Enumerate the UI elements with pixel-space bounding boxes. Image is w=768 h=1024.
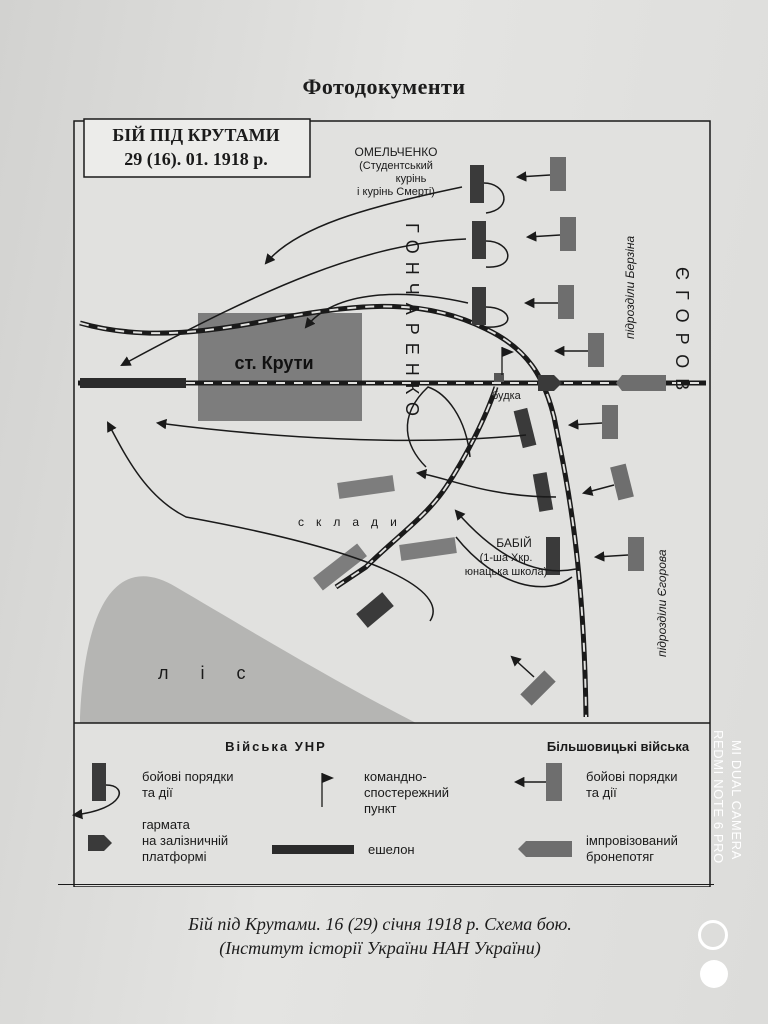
legend-command-post-line2: спостережний	[364, 785, 449, 800]
omelchenko-label-4: і курінь Смерті)	[357, 186, 435, 198]
bolshevik-formation-3	[523, 285, 574, 319]
battle-map: ліс БІЙ ПІД КРУТАМИ 29 (16). 01. 1918 р.…	[71, 118, 711, 887]
unr-formation-5	[532, 472, 554, 512]
legend-armored-train-line2: бронепотяг	[586, 849, 654, 864]
caption-line2: (Інститут історії України НАН України)	[219, 938, 541, 958]
watermark-line1: REDMI NOTE 6 PRO	[711, 730, 726, 864]
honcharenko-label: ГОНЧАРЕНКО	[402, 223, 422, 424]
unr-formation-4	[513, 407, 537, 449]
camera-ring-icon	[698, 920, 728, 950]
legend-command-post-line3: пункт	[364, 801, 397, 816]
legend-railway-gun-line2: на залізничній	[142, 833, 228, 848]
bolshevik-formation-2	[525, 217, 576, 251]
legend-echelon-swatch	[272, 845, 354, 854]
railway-branch-south	[334, 386, 499, 590]
sklady-label: склади	[298, 515, 409, 529]
bolshevik-formation-5	[567, 405, 618, 439]
camera-dot-icon	[700, 960, 728, 988]
guard-hut	[494, 373, 504, 382]
bolshevik-formation-4	[553, 333, 604, 367]
legend-armored-train-line1: імпровізований	[586, 833, 678, 848]
legend-command-post-line1: командно-	[364, 769, 427, 784]
map-title-box	[83, 118, 311, 178]
omelchenko-label-1: ОМЕЛЬЧЕНКО	[354, 145, 437, 159]
bolshevik-formation-7	[593, 537, 644, 571]
page-heading: Фотодокументи	[302, 74, 466, 99]
legend-bolshevik-formation-line2: та дії	[586, 785, 617, 800]
legend-bolshevik-formation-swatch	[513, 763, 562, 801]
forest-area	[80, 576, 416, 723]
legend-unr-formation-swatch	[71, 763, 120, 820]
map-title-line2: 29 (16). 01. 1918 р.	[124, 149, 268, 170]
armored-train	[616, 375, 666, 391]
yegorov-label: ЄГОРОВ	[672, 267, 692, 400]
bolshevik-formation-8	[510, 655, 556, 706]
babiy-label-1: БАБІЙ	[496, 535, 531, 550]
legend-unr-title: Війська УНР	[225, 739, 327, 754]
caption-rule	[58, 884, 714, 885]
omelchenko-label-2: (Студентський	[359, 160, 433, 172]
legend-bolshevik-formation-line1: бойові порядки	[586, 769, 678, 784]
railway-gun	[538, 375, 562, 391]
station-label: ст. Крути	[234, 353, 313, 373]
legend-railway-gun-swatch	[88, 835, 112, 851]
railway-branch-north	[79, 303, 589, 718]
legend-echelon-label: ешелон	[368, 842, 415, 857]
legend-railway-gun-line3: платформі	[142, 849, 207, 864]
yegorov-units-label: підрозділи Єгорова	[655, 549, 669, 657]
warehouse-3	[313, 543, 367, 591]
legend-unr-formation-line1: бойові порядки	[142, 769, 234, 784]
watermark-line2: MI DUAL CAMERA	[729, 740, 744, 860]
command-post-flag	[501, 347, 514, 375]
berzin-units-label: підрозділи Берзіна	[623, 235, 637, 339]
legend-railway-gun-line1: гармата	[142, 817, 191, 832]
babiy-label-2: (1-ша Хкр.	[480, 552, 533, 564]
warehouse-2	[399, 537, 457, 561]
unr-formation-3	[472, 287, 509, 328]
caption-line1: Бій під Крутами. 16 (29) січня 1918 р. С…	[188, 914, 572, 934]
station-krutу	[198, 313, 362, 421]
bolshevik-formation-1	[515, 157, 566, 191]
unr-formation-6	[546, 537, 560, 575]
caption: Бій під Крутами. 16 (29) січня 1918 р. С…	[60, 912, 700, 960]
legend-bolshevik-title: Більшовицькі війська	[547, 739, 690, 754]
unr-formation-1	[470, 165, 505, 214]
legend-unr-formation-line2: та дії	[142, 785, 173, 800]
budka-label: будка	[492, 390, 522, 402]
babiy-label-3: юнацька школа)	[465, 566, 548, 578]
forest-label: ліс	[158, 663, 278, 683]
warehouse-1	[337, 475, 395, 499]
legend-command-post-swatch	[321, 773, 334, 807]
map-title-line1: БІЙ ПІД КРУТАМИ	[112, 124, 279, 145]
unr-formation-7	[356, 592, 394, 628]
omelchenko-label-3: курінь	[396, 173, 427, 185]
unr-formation-2	[472, 221, 509, 268]
bolshevik-formation-6	[581, 463, 634, 501]
legend-armored-train-swatch	[518, 841, 572, 857]
attack-arrows	[107, 186, 577, 622]
